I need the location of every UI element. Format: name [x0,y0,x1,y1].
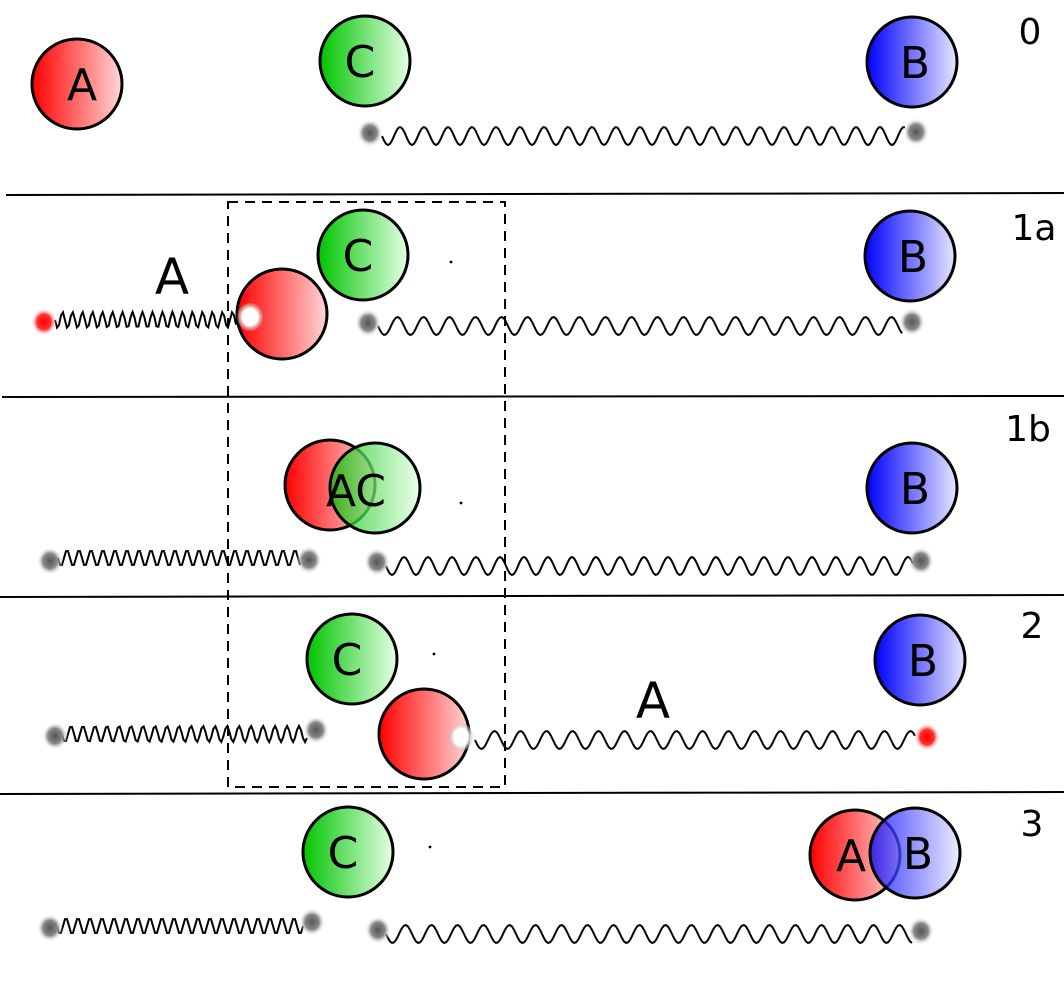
dots-layer [31,118,940,945]
speck [449,260,453,264]
divider-line [0,594,1064,598]
emitter-dot-red [31,308,57,336]
ball-c [305,612,399,706]
panel-label: 2 [1021,606,1044,647]
endpoint-dot [303,716,329,744]
panel-1a: C B A 1a [155,208,1057,361]
wave-long [474,730,916,750]
panel-label: 1a [1012,208,1057,249]
panel-label: 3 [1021,804,1044,845]
endpoint-dot [357,119,383,147]
panel-label: 1b [1005,409,1051,450]
wave-short [54,309,237,330]
ball-b [868,806,962,900]
ball-b-label: B [903,829,933,880]
speck [432,652,436,656]
emission-spot [449,723,473,751]
wave-long [381,125,905,147]
ball-a-absorbing [235,267,329,361]
speck [428,845,432,849]
wave-short [56,918,304,934]
endpoint-dot [42,722,68,750]
ball-b [865,15,959,109]
ball-b-label: B [898,232,928,283]
wave-long [385,924,913,944]
ball-c-label: C [343,231,374,282]
ball-c [316,208,410,302]
ball-c-label: C [345,37,376,88]
endpoint-dot [899,308,925,336]
ball-b [863,209,957,303]
ball-b-label: B [900,38,930,89]
interaction-region-box [227,201,506,788]
endpoint-dot [364,548,390,576]
divider-line [1,395,1064,398]
panel-2: C B A 2 [305,606,1044,781]
endpoint-dot [37,914,63,942]
ball-b-label: B [908,636,938,687]
endpoint-dot [908,547,934,575]
photon-label: A [636,672,670,730]
panel-3: C A B 3 [301,804,1044,902]
panel-label: 0 [1019,12,1042,53]
waves-layer [54,125,916,944]
wave-long [377,316,903,336]
ball-a [30,37,124,131]
ball-c [301,805,395,899]
panel-1b: AC B 1b [283,409,1051,535]
ball-a-label: A [836,831,866,882]
wave-short [57,550,301,566]
divider-line [5,192,1064,196]
ball-ac-label: AC [326,466,386,517]
panel-dividers [0,192,1064,795]
ball-b-label: B [900,464,930,515]
ball-b [873,613,967,707]
ball-c [318,14,412,108]
speck [459,501,463,505]
endpoint-dot [355,309,381,337]
photon-label: A [155,248,189,306]
endpoint-dot [903,118,929,146]
ball-c-label: C [328,828,359,879]
ball-b [865,441,959,535]
endpoint-dot [299,908,325,936]
emitter-dot-red [914,723,940,751]
endpoint-dot [296,546,322,574]
ball-c-label: C [332,635,363,686]
endpoint-dot [365,916,391,944]
ball-c [328,441,422,535]
ball-a-label: A [67,60,97,111]
endpoint-dot [908,917,934,945]
endpoint-dot [37,547,63,575]
wave-long [385,555,914,577]
divider-line [0,791,1064,795]
absorption-spot [237,303,263,331]
wave-short [61,723,308,745]
panel-0: A C B 0 [30,12,1042,131]
